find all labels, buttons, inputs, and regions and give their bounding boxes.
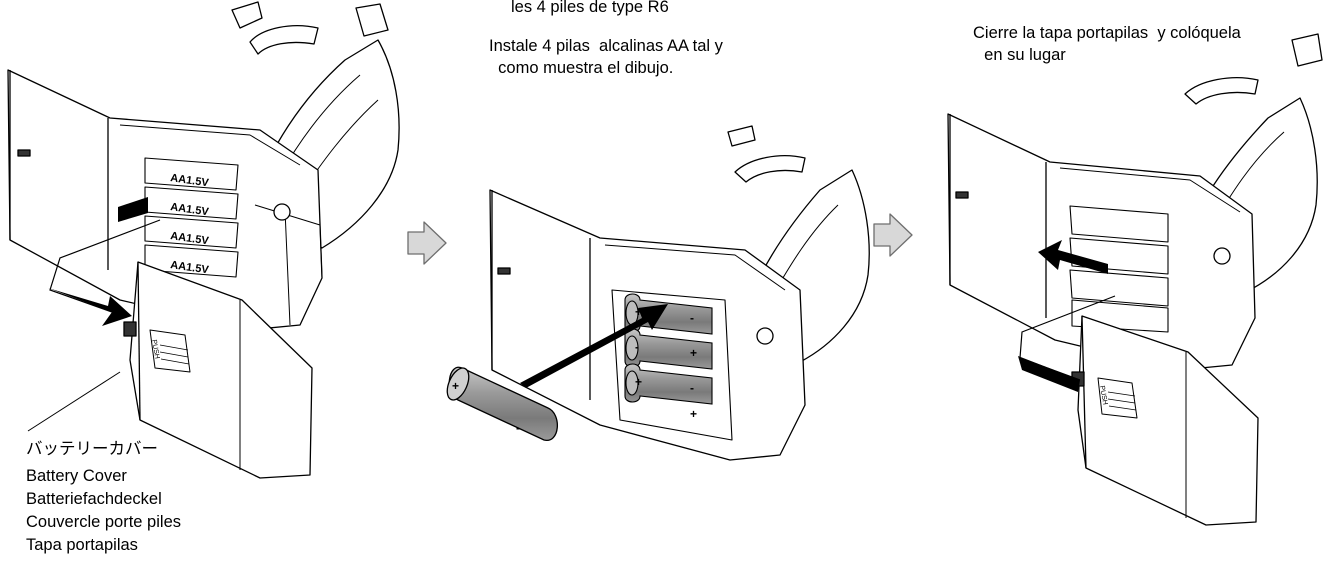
battery-cover-attaching (1077, 315, 1259, 526)
cover-attach-arrows (1018, 240, 1116, 392)
cover-push-mark-right: PUSH (1098, 385, 1108, 405)
right-caption-line-1: Cierre la tapa portapilas y colóquela (973, 24, 1241, 42)
svg-text:+: + (452, 379, 459, 393)
left-panel-device: AA1.5V AA1.5V AA1.5V AA1.5V PUSH (7, 1, 400, 479)
cell-print-1: AA1.5V (170, 172, 210, 189)
battery-cover-label-ja: バッテリーカバー (26, 440, 158, 458)
center-caption-line-1: les 4 piles de type R6 (511, 0, 669, 16)
cell-print-2: AA1.5V (170, 201, 210, 218)
cell-print-4: AA1.5V (170, 259, 210, 276)
right-panel-device: PUSH (947, 33, 1323, 526)
battery-cover-label-de: Batteriefachdeckel (26, 490, 162, 508)
center-caption-line-3: como muestra el dibujo. (489, 59, 674, 77)
svg-text:-: - (635, 340, 639, 354)
center-caption-line-2: Instale 4 pilas alcalinas AA tal y (489, 37, 723, 55)
removed-battery-cover (129, 261, 313, 479)
svg-text:+: + (690, 346, 697, 360)
right-caption-line-2: en su lugar (975, 46, 1066, 64)
loose-aa-battery: + - (446, 366, 558, 441)
cover-leader-line (27, 371, 121, 432)
step-arrow-2 (873, 213, 913, 257)
cover-removal-arrows (27, 197, 161, 432)
svg-text:+: + (635, 375, 642, 389)
svg-text:+: + (690, 407, 697, 421)
svg-text:-: - (516, 421, 520, 435)
battery-cover-label-en: Battery Cover (26, 467, 127, 485)
battery-cover-label-fr: Couvercle porte piles (26, 513, 181, 531)
battery-cover-label-es: Tapa portapilas (26, 536, 138, 554)
center-terminal-marks: + - - + + - + (635, 305, 697, 421)
cover-push-mark: PUSH (150, 339, 160, 359)
svg-text:+: + (635, 305, 642, 319)
step-arrow-1 (407, 221, 447, 265)
svg-text:-: - (690, 311, 694, 325)
installed-cells (144, 157, 239, 278)
svg-text:-: - (690, 381, 694, 395)
insert-arrow (520, 304, 668, 388)
cell-print-3: AA1.5V (170, 230, 210, 247)
